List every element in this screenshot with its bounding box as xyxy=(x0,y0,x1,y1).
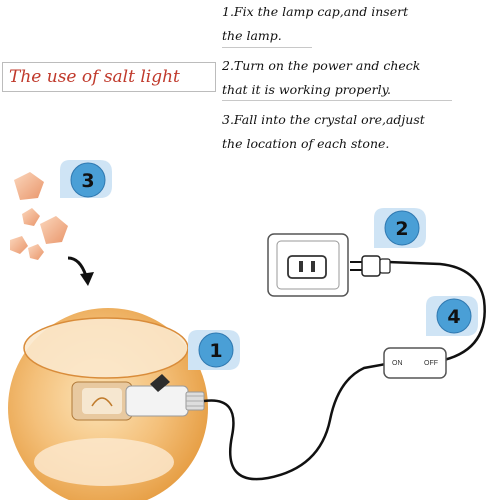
instruction-3-line2: the location of each stone. xyxy=(222,136,390,151)
badge-number: 4 xyxy=(447,306,460,328)
crystal xyxy=(40,216,68,244)
instruction-3: 3.Fall into the crystal ore,adjust the l… xyxy=(222,108,498,156)
step-badge-3: 3 xyxy=(60,160,112,198)
badge-number: 3 xyxy=(81,170,94,192)
step-badge-2: 2 xyxy=(374,208,426,248)
badge-number: 2 xyxy=(395,218,408,240)
instruction-2: 2.Turn on the power and check that it is… xyxy=(222,54,498,102)
title-box: The use of salt light xyxy=(2,62,216,92)
instruction-2-line1: 2.Turn on the power and check xyxy=(222,58,421,73)
instruction-1-line2: the lamp. xyxy=(222,28,282,43)
divider xyxy=(222,47,312,48)
instruction-1-line1: 1.Fix the lamp cap,and insert xyxy=(222,4,409,19)
step-badge-4: 4 xyxy=(426,296,478,336)
curved-arrow-icon xyxy=(67,256,94,286)
crystal xyxy=(10,236,28,254)
wall-socket xyxy=(267,233,349,297)
crystal xyxy=(14,172,44,200)
instruction-2-line2: that it is working properly. xyxy=(222,82,391,97)
globe-top-opening xyxy=(24,318,188,378)
salt-crystals xyxy=(10,172,68,260)
power-plug xyxy=(350,255,391,277)
badge-number: 1 xyxy=(209,340,222,362)
inline-switch xyxy=(383,347,447,379)
switch-off-label: OFF xyxy=(424,360,438,367)
instruction-3-line1: 3.Fall into the crystal ore,adjust xyxy=(222,112,425,127)
lamp-holder xyxy=(71,374,205,421)
crystal xyxy=(28,244,44,260)
divider xyxy=(222,100,452,101)
holder-clip xyxy=(150,374,170,392)
power-cable xyxy=(203,362,387,481)
step-badge-1: 1 xyxy=(188,330,240,370)
bulb xyxy=(82,388,122,414)
globe-bottom-opening xyxy=(34,438,174,486)
switch-on-label: ON xyxy=(392,360,403,367)
diagram-title: The use of salt light xyxy=(9,67,180,87)
power-cable xyxy=(387,260,486,362)
instruction-1: 1.Fix the lamp cap,and insert the lamp. xyxy=(222,0,498,48)
crystal xyxy=(22,208,40,226)
